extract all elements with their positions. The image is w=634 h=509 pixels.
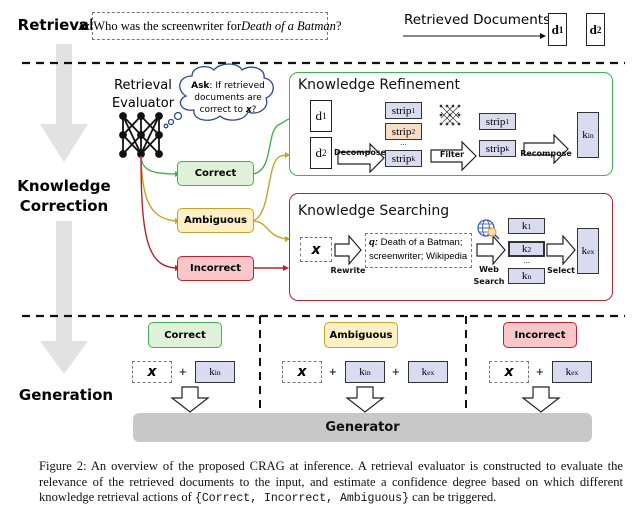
caption-brace: { [194, 492, 202, 506]
flow-arrow-shaft-1 [56, 44, 72, 124]
rewrite-arrow [334, 234, 362, 266]
results-ellipsis: ... [523, 256, 530, 265]
filter-network-icon [439, 104, 461, 126]
caption-code-ambiguous: Ambiguous [339, 492, 403, 506]
branch-correct [140, 155, 179, 175]
thought-bubble [163, 63, 274, 129]
gen-ambiguous-plus-1: + [329, 364, 337, 379]
refinement-title: Knowledge Refinement [298, 77, 461, 93]
query-suffix: ? [335, 18, 342, 33]
section-label-line: Knowledge [17, 177, 111, 195]
flow-arrow-head-1 [40, 124, 88, 162]
gen-ambiguous-x: x [282, 361, 322, 383]
section-label-line: Correction [19, 197, 109, 215]
searching-input-x: x [300, 237, 332, 262]
section-label-knowledge-correction: Knowledge Correction [14, 176, 114, 216]
gen-arrow-correct [170, 386, 210, 413]
link-ambiguous-searching-head [285, 236, 290, 242]
query-var: x [78, 18, 87, 34]
retrieved-arrow-head [540, 33, 546, 39]
evaluator-line: Evaluator [111, 96, 175, 111]
flow-arrow-head-2 [40, 341, 88, 374]
gen-label-correct: Correct [148, 322, 222, 348]
caption-text-end: can be triggered. [408, 490, 497, 505]
recompose-arrow [523, 133, 569, 165]
neural-network-icon [119, 112, 163, 158]
recompose-label: Recompose [520, 149, 572, 158]
retrieved-documents-label: Retrieved Documents [404, 12, 551, 28]
gen-label-ambiguous: Ambiguous [324, 322, 398, 348]
gen-incorrect-plus: + [536, 364, 544, 379]
knowledge-refinement-panel [289, 72, 613, 176]
section-label-retrieval: Retrieval [17, 16, 95, 34]
branch-incorrect [140, 155, 179, 269]
gen-arrow-incorrect [521, 386, 561, 413]
strips-ellipsis: ... [400, 138, 407, 147]
gen-arrow-ambiguous [345, 386, 385, 413]
generator-bar: Generator [133, 413, 592, 442]
rewrite-label: Rewrite [330, 266, 366, 275]
figure-caption: Figure 2: An overview of the proposed CR… [39, 459, 623, 507]
web-search-arrow [476, 234, 506, 266]
link-ambiguous-refinement [252, 154, 290, 222]
gen-incorrect-x: x [489, 361, 529, 383]
query-prefix: : Who was the screenwriter for [86, 18, 242, 33]
flow-arrow-shaft-2 [56, 221, 72, 341]
caption-brace: } [402, 492, 409, 506]
caption-text: Figure 2: An overview of the proposed CR… [39, 459, 623, 505]
link-ambiguous-searching [252, 220, 290, 240]
branch-ambiguous [140, 155, 179, 222]
web-search-label: Web Search [473, 265, 505, 286]
link-correct-refinement [252, 118, 290, 175]
decompose-arrow [337, 142, 385, 174]
gen-correct-plus: + [179, 364, 187, 379]
web-search-globe-icon [477, 219, 500, 240]
thought-bubble-text: Ask: If retrieved documents are correct … [191, 81, 265, 115]
filter-arrow [430, 140, 477, 172]
rewritten-query-box: q: Death of a Batman; screenwriter; Wiki… [365, 233, 472, 268]
select-label: Select [547, 266, 575, 275]
action-incorrect: Incorrect [177, 256, 254, 281]
gen-correct-x: x [132, 361, 172, 383]
link-ambiguous-refinement-head [285, 152, 290, 158]
link-incorrect-searching-head [283, 265, 289, 271]
query-box: x: Who was the screenwriter for Death of… [79, 12, 342, 40]
query-title: Death of a Batman [241, 18, 336, 33]
select-arrow [546, 234, 576, 266]
retrieval-evaluator-label: Retrieval Evaluator [108, 77, 178, 113]
caption-sep: , [250, 492, 264, 506]
caption-code-incorrect: Incorrect [264, 492, 327, 506]
action-ambiguous: Ambiguous [177, 208, 254, 233]
evaluator-line: Retrieval [114, 78, 172, 93]
action-correct: Correct [177, 161, 254, 186]
decompose-label: Decompose [333, 148, 387, 157]
knowledge-searching-panel [289, 193, 613, 301]
section-label-generation: Generation [18, 386, 114, 404]
caption-sep: , [326, 492, 340, 506]
filter-label: Filter [439, 150, 465, 159]
caption-code-correct: Correct [201, 492, 251, 506]
gen-ambiguous-plus-2: + [392, 364, 400, 379]
gen-label-incorrect: Incorrect [503, 322, 577, 348]
searching-title: Knowledge Searching [298, 203, 450, 219]
